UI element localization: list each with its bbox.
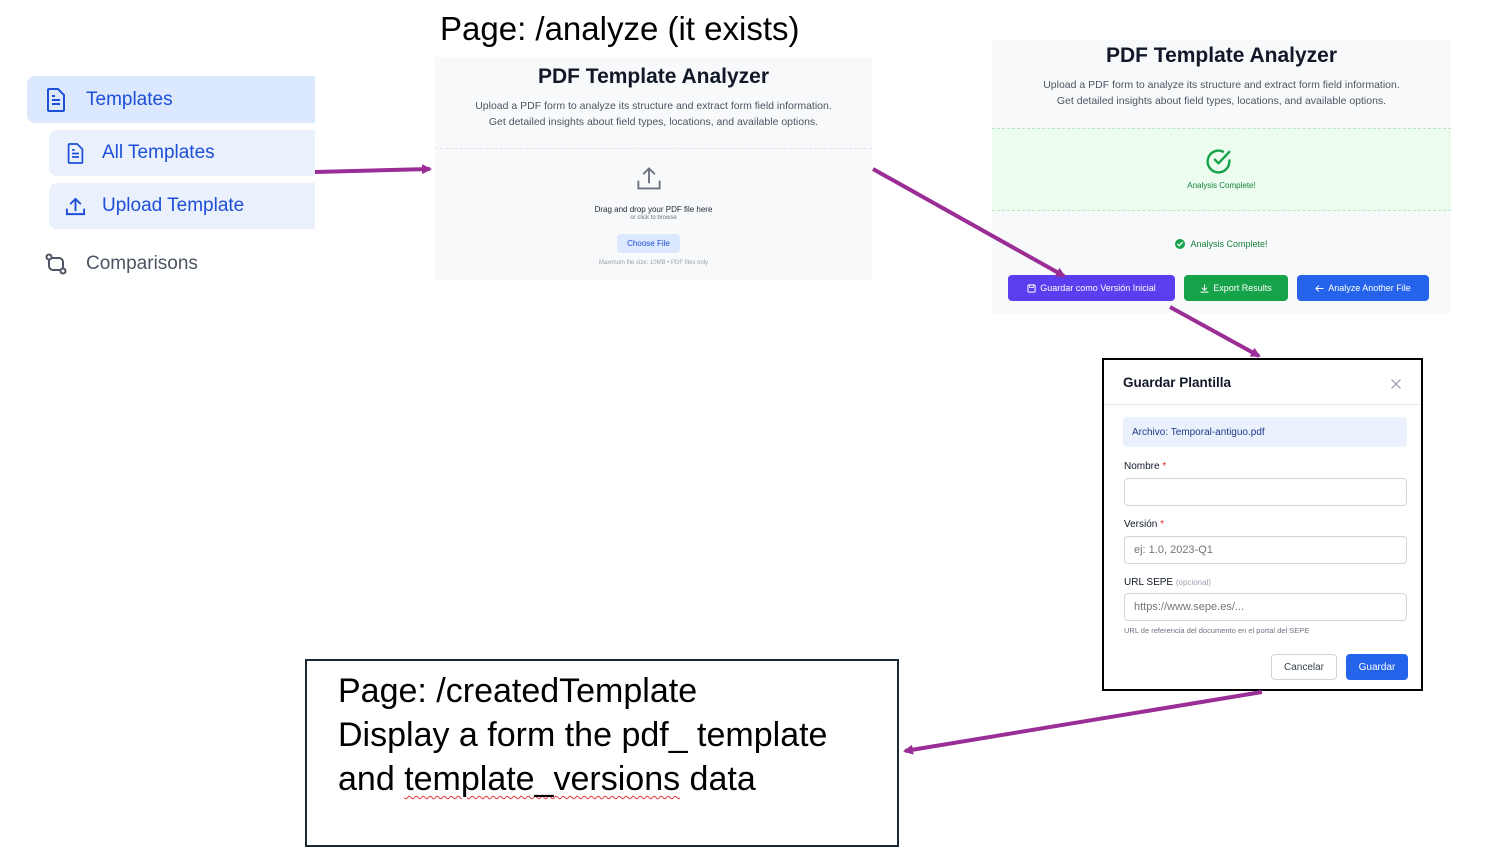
annotation-line: and template_versions data <box>338 760 756 798</box>
divider <box>1104 404 1421 405</box>
file-info-box: Archivo: Temporal-antiguo.pdf <box>1123 417 1407 447</box>
file-limits: Maximum file size: 10MB • PDF files only <box>598 260 709 266</box>
url-sepe-label: URL SEPE (opcional) <box>1124 577 1212 588</box>
save-template-modal: Guardar Plantilla Archivo: Temporal-anti… <box>1102 358 1423 691</box>
created-template-annotation: Page: /createdTemplate Display a form th… <box>305 659 899 847</box>
drop-text: Drag and drop your PDF file here <box>594 205 713 214</box>
save-button[interactable]: Guardar <box>1346 654 1408 680</box>
page-subtitle: Upload a PDF form to analyze its structu… <box>1043 79 1400 107</box>
sidebar-item-all-templates[interactable]: All Templates <box>49 130 315 176</box>
sidebar-item-upload-template[interactable]: Upload Template <box>49 183 315 229</box>
file-info-text: Archivo: Temporal-antiguo.pdf <box>1132 427 1265 438</box>
modal-title: Guardar Plantilla <box>1123 375 1232 390</box>
sidebar-item-comparisons[interactable]: Comparisons <box>27 241 315 287</box>
sidebar-item-templates[interactable]: Templates <box>27 76 315 123</box>
page-title: PDF Template Analyzer <box>537 65 770 88</box>
annotation-line: Page: /createdTemplate <box>338 672 698 710</box>
url-sepe-field[interactable] <box>1124 593 1407 621</box>
status-text: Analysis Complete! <box>1190 239 1268 249</box>
page-title: PDF Template Analyzer <box>1105 44 1338 67</box>
flow-arrow <box>903 690 1263 755</box>
nombre-field[interactable] <box>1124 478 1407 506</box>
save-initial-version-button[interactable]: Guardar como Versión Inicial <box>1008 275 1175 301</box>
git-compare-icon <box>44 252 68 276</box>
annotation-line: Display a form the pdf_ template <box>338 716 828 754</box>
sidebar-item-label: Templates <box>86 88 173 110</box>
sidebar-item-label: Upload Template <box>102 195 245 216</box>
analyze-page-annotation: Page: /analyze (it exists) <box>440 10 800 47</box>
analyze-another-button[interactable]: Analyze Another File <box>1297 275 1429 301</box>
divider <box>435 148 872 149</box>
save-icon <box>1027 283 1036 293</box>
upload-icon <box>65 196 86 217</box>
cancel-button[interactable]: Cancelar <box>1271 654 1337 680</box>
flow-arrow <box>314 164 432 175</box>
success-banner-text: Analysis Complete! <box>1187 181 1256 190</box>
check-circle-icon <box>1204 147 1233 181</box>
download-icon <box>1200 283 1209 293</box>
browse-text: or click to browse <box>630 215 677 221</box>
success-banner: Analysis Complete! <box>992 128 1451 211</box>
flow-arrow <box>1169 305 1261 358</box>
version-field[interactable] <box>1124 536 1407 564</box>
upload-icon <box>636 166 662 197</box>
document-icon <box>66 142 85 164</box>
url-help-text: URL de referencia del documento en el po… <box>1124 626 1310 635</box>
document-icon <box>45 87 67 112</box>
page-subtitle: Upload a PDF form to analyze its structu… <box>475 100 832 128</box>
sidebar-item-label: All Templates <box>102 142 215 163</box>
arrow-left-icon <box>1315 284 1324 293</box>
choose-file-button[interactable]: Choose File <box>617 234 680 253</box>
check-circle-filled-icon <box>1175 239 1186 249</box>
nombre-label: Nombre * <box>1124 461 1167 472</box>
sidebar-item-label: Comparisons <box>86 253 198 274</box>
analysis-result-panel: PDF Template Analyzer Upload a PDF form … <box>992 40 1451 313</box>
close-icon[interactable] <box>1390 377 1402 395</box>
status-line: Analysis Complete! <box>992 239 1451 249</box>
export-results-button[interactable]: Export Results <box>1184 275 1288 301</box>
drop-zone[interactable]: Drag and drop your PDF file here or clic… <box>435 149 872 280</box>
version-label: Versión * <box>1124 519 1165 530</box>
analyze-page-panel: PDF Template Analyzer Upload a PDF form … <box>435 57 872 280</box>
